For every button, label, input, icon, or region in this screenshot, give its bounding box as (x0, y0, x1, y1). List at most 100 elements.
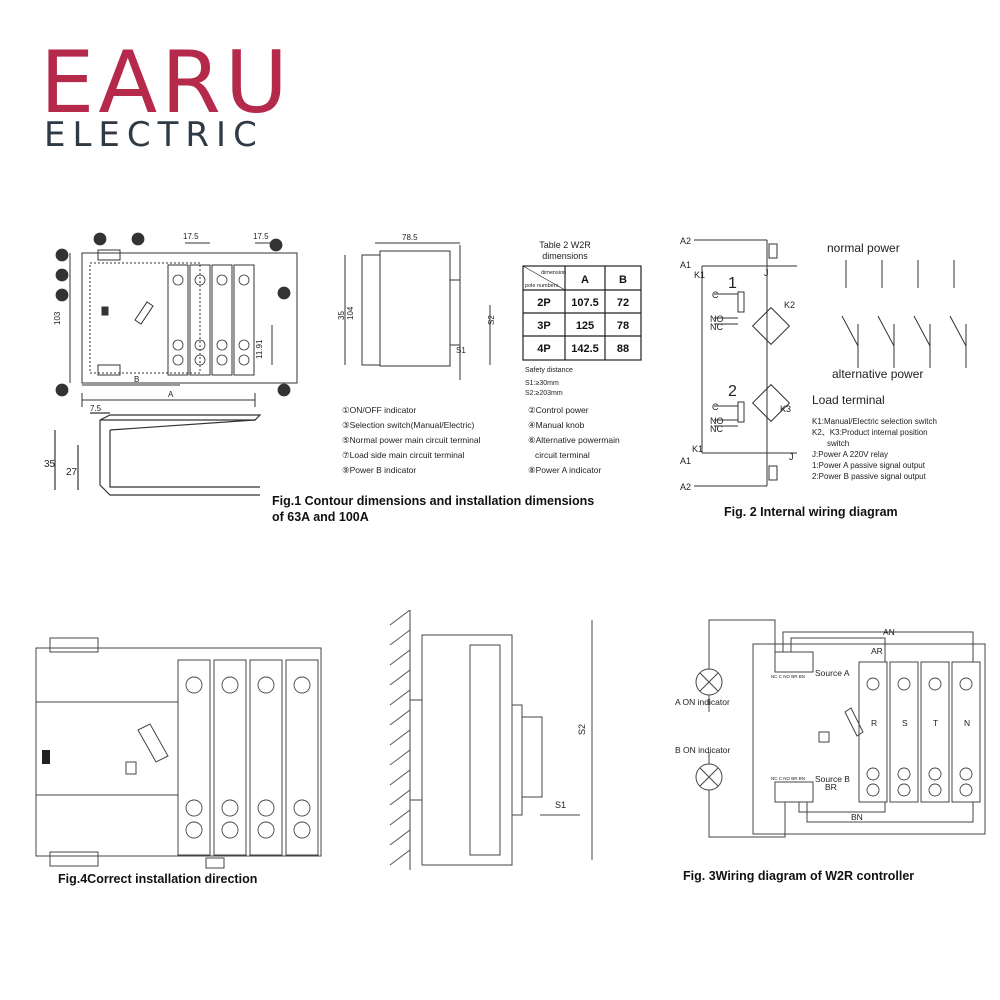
safety-title: Safety distance (525, 367, 573, 374)
fig2-internal-wiring-diagram: normal power alternative power Load term… (680, 236, 967, 519)
dim-b: B (134, 375, 139, 384)
dim-103: 103 (53, 311, 62, 325)
fig2-legend-item: J:Power A 220V relay (812, 450, 888, 459)
dim-7-5: 7.5 (90, 404, 102, 413)
label-b-on-indicator: B ON indicator (675, 745, 730, 755)
table2-cell: 125 (576, 320, 594, 332)
dim-s1: S1 (456, 346, 466, 355)
dim-104: 104 (346, 306, 355, 320)
label-bn: BN (851, 812, 863, 822)
dim-a: A (168, 390, 174, 399)
label-a1-top: A1 (680, 260, 691, 270)
table2-corner-bottom: pole numbers (525, 283, 559, 289)
label-normal-power: normal power (827, 241, 900, 255)
label-two: 2 (728, 383, 737, 400)
dim-17-5-right: 17.5 (253, 232, 269, 241)
fig4-installation-direction: Fig.4Correct installation direction (35, 637, 322, 886)
side-dim-s2: S2 (577, 724, 587, 735)
normal-power-contacts (841, 260, 967, 368)
fig2-legend-item: K2、K3:Product internal position (812, 428, 928, 437)
table2-dimensions: Table 2 W2R dimensions dimension pole nu… (522, 240, 642, 397)
label-no2: NO (710, 416, 724, 426)
fig4-indicator (42, 750, 50, 764)
label-a2-top: A2 (680, 236, 691, 246)
table2-cell: 78 (617, 320, 629, 332)
fig3-caption: Fig. 3Wiring diagram of W2R controller (683, 869, 914, 883)
label-source-b: Source B (815, 774, 850, 784)
fig1-din-rail (54, 412, 262, 496)
legend-item: ⑤Normal power main circuit terminal (342, 435, 481, 445)
table2-cell: 72 (617, 297, 629, 309)
label-a-on-indicator: A ON indicator (675, 697, 730, 707)
label-no1: NO (710, 314, 724, 324)
fig4-caption: Fig.4Correct installation direction (58, 872, 257, 886)
label-source-a: Source A (815, 668, 850, 678)
label-load-terminal: Load terminal (812, 393, 885, 407)
legend-item: ③Selection switch(Manual/Electric) (342, 420, 475, 430)
label-c1: C (712, 290, 719, 300)
label-k1-bottom: K1 (692, 444, 703, 454)
table2-title-line1: Table 2 W2R (539, 240, 591, 250)
legend-item: ⑦Load side main circuit terminal (342, 450, 465, 460)
fig2-legend-item: 1:Power A passive signal output (812, 461, 926, 470)
safety-s1: S1:≥30mm (525, 380, 559, 387)
fig2-legend: K1:Manual/Electric selection switch K2、K… (812, 417, 937, 481)
label-alternative-power: alternative power (832, 367, 923, 381)
label-phase-t: T (933, 718, 938, 728)
label-k3: K3 (780, 404, 791, 414)
table2-title-line2: dimensions (542, 251, 588, 261)
legend-item: ⑥Alternative powermain (528, 435, 620, 445)
legend-item: circuit terminal (535, 450, 590, 460)
legend-item: ⑧Power A indicator (528, 465, 601, 475)
label-k2: K2 (784, 300, 795, 310)
fig3-wiring-diagram: A ON indicator B ON indicator AN AR BR B… (675, 619, 986, 883)
brand-tagline: ELECTRIC (44, 115, 264, 155)
fig1-caption-line2: of 63A and 100A (272, 510, 369, 524)
brand-logo: EARU (40, 33, 292, 133)
fig1-legend: ①ON/OFF indicator ②Control power ③Select… (342, 405, 620, 475)
label-a1-bottom: A1 (680, 456, 691, 466)
table2-cell: 2P (537, 297, 550, 309)
table2-cell: 107.5 (571, 297, 599, 309)
table2-cell: 3P (537, 320, 550, 332)
fig1-contour-diagram: 17.5 17.5 103 11.91 B A 7.5 35 27 78.5 3… (44, 232, 620, 524)
legend-item: ④Manual knob (528, 420, 585, 430)
table2-cell: 142.5 (571, 343, 599, 355)
dim-s2: S2 (487, 315, 496, 325)
fig1-callouts (55, 232, 291, 397)
side-view-installation: S2 S1 (389, 609, 593, 870)
table2-cell: 4P (537, 343, 550, 355)
label-terminal-codes-b: NC C NO BR BN (771, 776, 805, 781)
legend-item: ①ON/OFF indicator (342, 405, 416, 415)
fig2-legend-item: switch (827, 439, 849, 448)
label-phase-r: R (871, 718, 877, 728)
label-phase-n: N (964, 718, 970, 728)
label-nc1: NC (710, 322, 723, 332)
legend-item: ⑨Power B indicator (342, 465, 416, 475)
label-an: AN (883, 627, 895, 637)
label-one: 1 (728, 275, 737, 292)
dim-17-5-left: 17.5 (183, 232, 199, 241)
side-dim-s1: S1 (555, 800, 566, 810)
dim-11-91: 11.91 (255, 339, 264, 359)
fig1-side-view (344, 242, 491, 380)
dim-35-rail: 35 (44, 459, 56, 470)
table2-corner-top: dimension (541, 270, 566, 276)
label-j1: J (764, 268, 769, 278)
label-terminal-codes-a: NC C NO BR BN (771, 674, 805, 679)
table2-col-b: B (619, 274, 627, 286)
label-nc2: NC (710, 424, 723, 434)
table2-cell: 88 (617, 343, 629, 355)
legend-item: ②Control power (528, 405, 589, 415)
label-a2-bottom: A2 (680, 482, 691, 492)
dim-35: 35 (337, 311, 346, 320)
label-j2: J (789, 452, 794, 462)
safety-s2: S2:≥203mm (525, 390, 563, 397)
label-k1-top: K1 (694, 270, 705, 280)
fig2-legend-item: 2:Power B passive signal output (812, 472, 927, 481)
fig1-front-view (69, 242, 298, 407)
label-c2: C (712, 402, 719, 412)
fig2-caption: Fig. 2 Internal wiring diagram (724, 505, 898, 519)
fig2-legend-item: K1:Manual/Electric selection switch (812, 417, 937, 426)
dim-78-5: 78.5 (402, 233, 418, 242)
